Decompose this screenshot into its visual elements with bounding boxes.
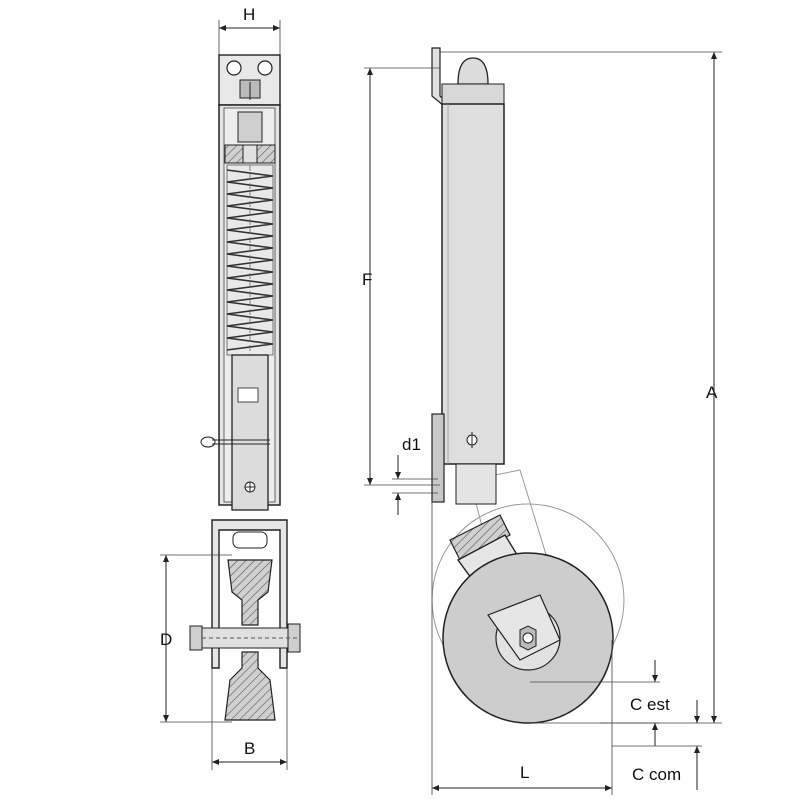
top-hook — [431, 47, 505, 107]
dimension-c-est: C est — [530, 660, 670, 746]
dimension-d: D — [160, 554, 232, 723]
top-nut — [224, 111, 276, 164]
wheel — [442, 552, 614, 724]
spring — [226, 164, 274, 356]
clamp-plate — [431, 413, 445, 503]
dimension-c-com: C com — [612, 700, 702, 790]
top-mount — [218, 54, 281, 106]
dimension-b: B — [211, 668, 288, 770]
dimension-f: F — [362, 67, 440, 486]
label-f: F — [362, 270, 372, 289]
wheel-section — [224, 559, 276, 721]
label-b: B — [244, 739, 255, 758]
split-pin — [200, 436, 270, 448]
label-c-com: C com — [632, 765, 681, 784]
label-d: D — [160, 630, 172, 649]
main-tube — [441, 103, 505, 465]
side-view: F d1 A C est — [362, 47, 722, 795]
front-view: H — [160, 5, 301, 770]
dimension-d1: d1 — [392, 435, 438, 515]
inner-slider — [231, 354, 269, 511]
label-h: H — [243, 5, 255, 24]
label-c-est: C est — [630, 695, 670, 714]
dimension-h: H — [218, 5, 281, 55]
label-d1: d1 — [402, 435, 421, 454]
label-a: A — [706, 383, 718, 402]
label-l: L — [520, 763, 529, 782]
axle-bolt — [189, 623, 301, 653]
dimension-l: L — [431, 500, 613, 795]
fork — [211, 519, 288, 669]
